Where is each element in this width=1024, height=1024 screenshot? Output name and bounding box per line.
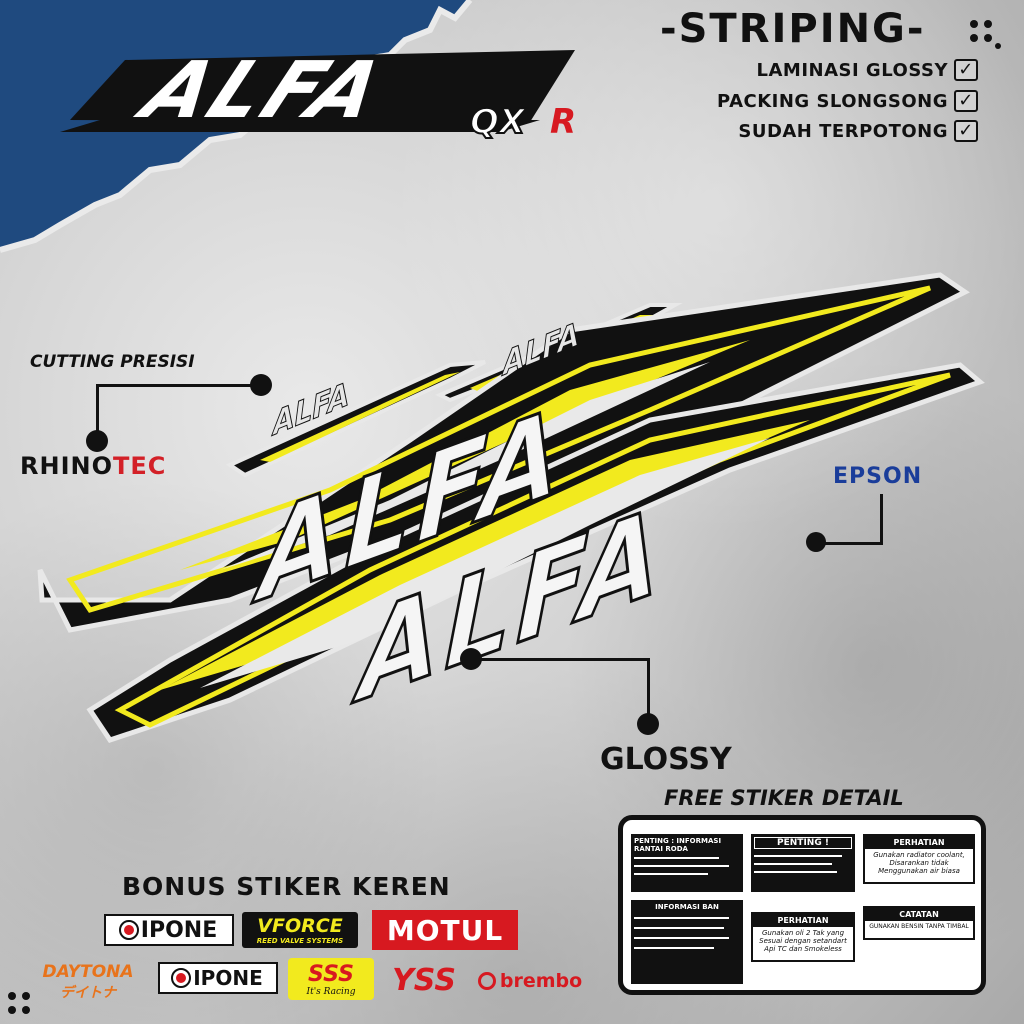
- ipone-text: IPONE: [193, 966, 263, 990]
- big-sticker-bottom: [86, 362, 985, 743]
- check-icon: ✓: [954, 90, 978, 112]
- motul-logo: MOTUL: [372, 910, 518, 950]
- catatan-text: GUNAKAN BENSIN TANPA TIMBAL: [869, 923, 969, 930]
- brembo-text: brembo: [499, 970, 583, 992]
- motul-text: MOTUL: [386, 913, 504, 947]
- sss-text: SSS: [308, 961, 354, 987]
- feature-label: LAMINASI GLOSSY: [756, 59, 948, 81]
- callout-line: [96, 384, 99, 436]
- small-sticker-left: [225, 360, 486, 478]
- detail-title: FREE STIKER DETAIL: [664, 786, 904, 810]
- ipone-logo-1: IPONE: [104, 914, 234, 946]
- feature-label: SUDAH TERPOTONG: [738, 120, 948, 142]
- feature-laminasi: LAMINASI GLOSSY ✓: [756, 56, 978, 84]
- rhinotec-text-b: TEC: [112, 452, 167, 480]
- ipone-dot-icon: [171, 968, 192, 988]
- logo-sub-accent: R: [550, 102, 577, 142]
- cutting-presisi-label: CUTTING PRESISI: [30, 352, 195, 372]
- bonus-title: BONUS STIKER KEREN: [122, 872, 451, 901]
- callout-dot: [250, 374, 272, 396]
- check-icon: ✓: [954, 59, 978, 81]
- feature-terpotong: SUDAH TERPOTONG ✓: [738, 117, 978, 145]
- rhinotec-text-a: RHINO: [20, 452, 113, 480]
- epson-label: EPSON: [833, 464, 923, 489]
- catatan-title: CATATAN: [865, 908, 973, 921]
- ipone-text: IPONE: [140, 917, 218, 943]
- penting-block: PENTING !: [751, 834, 855, 892]
- rantai-info-block: PENTING : INFORMASI RANTAI RODA: [631, 834, 743, 892]
- dots-decoration: [966, 16, 1002, 52]
- rantai-title: PENTING : INFORMASI RANTAI RODA: [634, 837, 722, 853]
- feature-packing: PACKING SLONGSONG ✓: [717, 87, 978, 115]
- ban-info-block: INFORMASI BAN: [631, 900, 743, 984]
- sss-subtext: It's Racing: [306, 986, 356, 997]
- dots-decoration-bottom: [8, 992, 30, 1014]
- vforce-text: VFORCE: [257, 915, 343, 937]
- perhatian1-title: PERHATIAN: [865, 836, 973, 849]
- daytona-jp-text: デイトナ: [60, 985, 116, 1001]
- catatan-block: CATATAN GUNAKAN BENSIN TANPA TIMBAL: [863, 906, 975, 940]
- vforce-logo: VFORCE REED VALVE SYSTEMS: [242, 912, 358, 948]
- yss-logo: YSS: [384, 962, 464, 998]
- daytona-text: DAYTONA: [42, 962, 134, 982]
- callout-dot: [637, 713, 659, 735]
- daytona-logo: DAYTONA デイトナ: [30, 962, 146, 1002]
- ipone-logo-2: IPONE: [158, 962, 278, 994]
- ban-title: INFORMASI BAN: [655, 903, 719, 911]
- callout-line: [880, 494, 883, 544]
- sss-logo: SSS It's Racing: [288, 958, 374, 1000]
- stripe-stickers: [37, 272, 985, 743]
- perhatian-oli-block: PERHATIAN Gunakan oli 2 Tak yang Sesuai …: [751, 912, 855, 962]
- brembo-logo: brembo: [472, 966, 588, 996]
- alfa-qxr-logo: ALFA QX R: [30, 40, 590, 143]
- perhatian-coolant-block: PERHATIAN Gunakan radiator coolant, Disa…: [863, 834, 975, 884]
- check-icon: ✓: [954, 120, 978, 142]
- callout-line: [470, 658, 650, 661]
- big-sticker-top: [37, 272, 970, 633]
- feature-label: PACKING SLONGSONG: [717, 90, 948, 112]
- penting-title: PENTING !: [754, 837, 852, 849]
- perhatian2-title: PERHATIAN: [753, 914, 853, 927]
- rhinotec-logo: RHINOTEC: [20, 452, 166, 480]
- glossy-label: GLOSSY: [600, 742, 732, 777]
- callout-line: [818, 542, 883, 545]
- sticker-detail-panel: PENTING : INFORMASI RANTAI RODA PENTING …: [618, 815, 986, 995]
- callout-dot: [806, 532, 826, 552]
- logo-main-text: ALFA: [129, 46, 401, 136]
- yss-text: YSS: [392, 962, 456, 998]
- logo-sub-text: QX: [469, 101, 526, 143]
- brembo-icon: [477, 972, 496, 990]
- perhatian2-text: Gunakan oli 2 Tak yang Sesuai dengan set…: [759, 929, 847, 953]
- callout-line: [647, 658, 650, 718]
- perhatian1-text: Gunakan radiator coolant, Disarankan tid…: [873, 851, 965, 875]
- callout-line: [96, 384, 260, 387]
- striping-title: -STRIPING-: [660, 6, 926, 52]
- ipone-dot-icon: [118, 920, 139, 940]
- vforce-subtext: REED VALVE SYSTEMS: [256, 937, 344, 945]
- callout-dot: [86, 430, 108, 452]
